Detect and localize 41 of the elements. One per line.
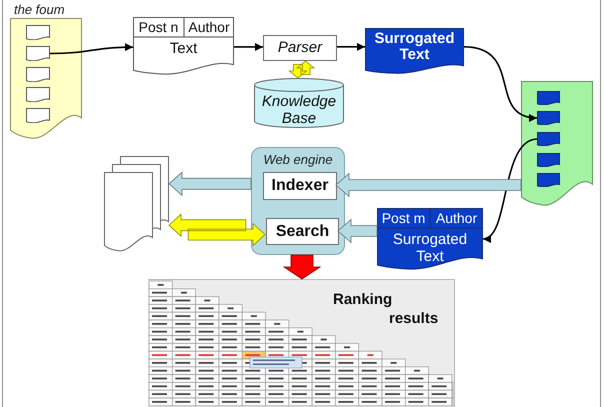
process-box: Parser xyxy=(263,35,337,61)
database-cylinder: Knowledge Base xyxy=(254,78,344,128)
header-label: Post n xyxy=(138,19,178,35)
forum-title: the foum xyxy=(14,2,65,17)
document-stack xyxy=(104,156,169,252)
document-icon xyxy=(537,111,560,125)
document-icon xyxy=(26,87,50,102)
arrow xyxy=(234,42,263,51)
container-title: Web engine xyxy=(263,152,333,167)
ranking-title: Ranking results xyxy=(333,290,440,328)
header-label: Author xyxy=(188,19,230,35)
module-box: Indexer xyxy=(263,172,337,200)
engine-container xyxy=(251,147,345,255)
body-label: Text xyxy=(170,40,198,57)
document-icon xyxy=(26,108,50,123)
block-arrow xyxy=(335,172,522,198)
document-icon xyxy=(26,67,50,82)
document-sheet xyxy=(521,81,593,207)
document-icon xyxy=(537,132,560,146)
module-box: Search xyxy=(266,218,339,245)
arrow xyxy=(50,43,134,54)
arrow xyxy=(464,46,538,121)
block-arrow xyxy=(337,218,378,244)
body-label: Surrogated Text xyxy=(392,231,468,265)
document-icon xyxy=(26,25,50,40)
document-icon xyxy=(537,173,560,187)
arrow xyxy=(337,42,365,51)
document-icon xyxy=(26,46,50,61)
document-box: Surrogated Text xyxy=(365,28,464,74)
document-icon xyxy=(537,91,560,105)
document-icon xyxy=(537,153,560,167)
block-arrow xyxy=(168,171,252,196)
double-block-arrow xyxy=(288,60,316,79)
header-label: Post m xyxy=(382,210,426,226)
header-label: Author xyxy=(436,210,478,226)
record-document xyxy=(377,208,483,270)
block-arrow xyxy=(282,254,322,280)
double-block-arrow xyxy=(168,213,266,246)
ranking-screenshot xyxy=(148,279,455,407)
arrow xyxy=(482,138,538,240)
record-document xyxy=(133,17,234,75)
